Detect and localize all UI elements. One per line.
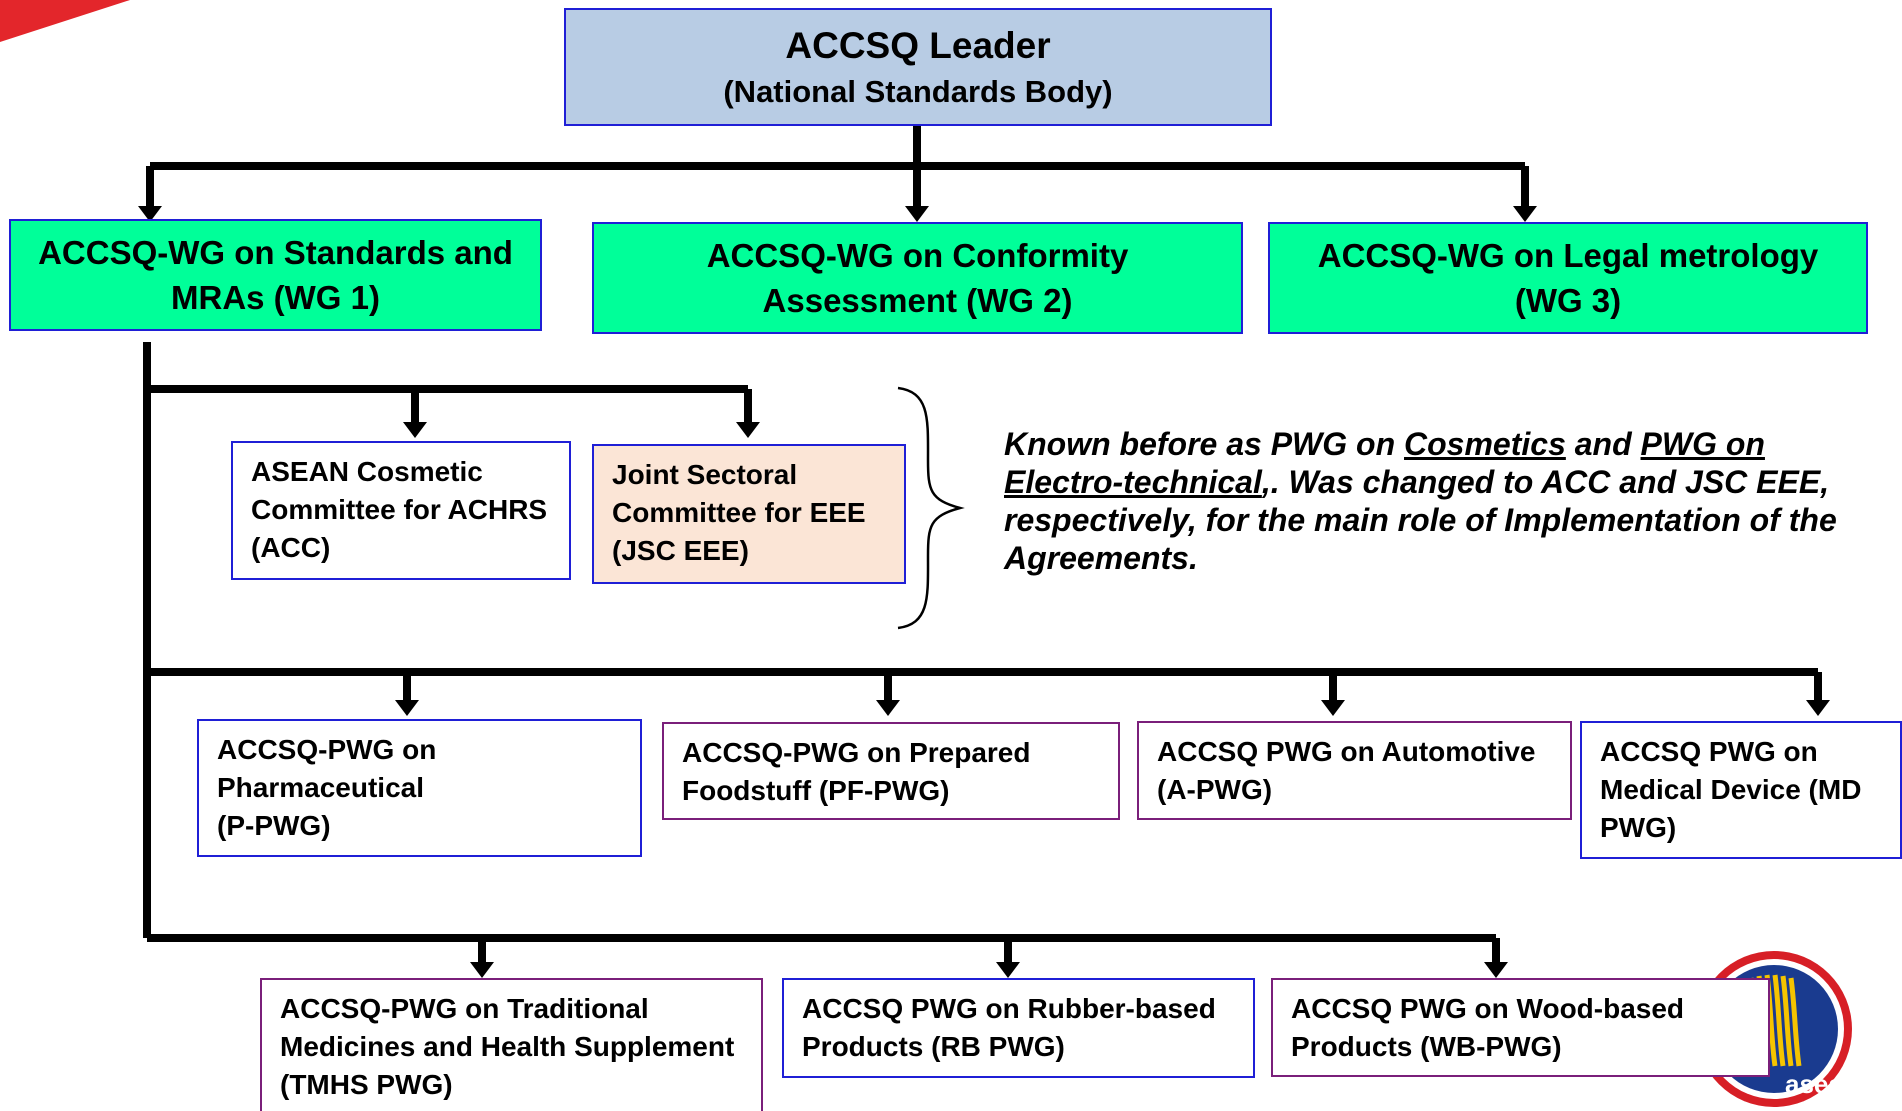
pf-pwg-line2: Foodstuff (PF-PWG) bbox=[682, 775, 950, 806]
pwg-prepared-foodstuff-box: ACCSQ-PWG on Prepared Foodstuff (PF-PWG) bbox=[662, 722, 1120, 820]
wg3-line1: ACCSQ-WG on Legal metrology bbox=[1317, 237, 1819, 274]
rb-pwg-line2: Products (RB PWG) bbox=[802, 1031, 1065, 1062]
pf-pwg-line1: ACCSQ-PWG on Prepared bbox=[682, 737, 1031, 768]
wg2-box: ACCSQ-WG on Conformity Assessment (WG 2) bbox=[592, 222, 1243, 334]
wg3-line2: (WG 3) bbox=[1514, 282, 1622, 319]
wb-pwg-line1: ACCSQ PWG on Wood-based bbox=[1291, 993, 1685, 1024]
wg2-line1: ACCSQ-WG on Conformity bbox=[706, 237, 1129, 274]
pwg-pharmaceutical-box: ACCSQ-PWG on Pharmaceutical (P-PWG) bbox=[197, 719, 642, 857]
a-pwg-line1: ACCSQ PWG on Automotive bbox=[1157, 736, 1536, 767]
wg1-line2: MRAs (WG 1) bbox=[171, 279, 380, 316]
jsc-line1: Joint Sectoral bbox=[612, 459, 798, 490]
asean-logo-text: asean bbox=[1785, 1069, 1855, 1099]
tmhs-pwg-line1: ACCSQ-PWG on Traditional bbox=[280, 993, 649, 1024]
acc-line2: Committee for ACHRS bbox=[251, 494, 548, 525]
tmhs-pwg-line2: Medicines and Health Supplement bbox=[280, 1031, 735, 1062]
md-pwg-line1: ACCSQ PWG on bbox=[1600, 736, 1818, 767]
committee-note: Known before as PWG on Cosmetics and PWG… bbox=[1004, 425, 1864, 577]
rb-pwg-line1: ACCSQ PWG on Rubber-based bbox=[802, 993, 1216, 1024]
leader-subtitle: (National Standards Body) bbox=[723, 74, 1113, 109]
jsc-eee-committee-box: Joint Sectoral Committee for EEE (JSC EE… bbox=[592, 444, 906, 584]
tmhs-pwg-line3: (TMHS PWG) bbox=[280, 1069, 453, 1100]
note-link-cosmetics: Cosmetics bbox=[1404, 426, 1566, 462]
wg1-box: ACCSQ-WG on Standards and MRAs (WG 1) bbox=[9, 219, 542, 331]
pwg-wood-based-box: ACCSQ PWG on Wood-based Products (WB-PWG… bbox=[1271, 978, 1770, 1077]
pwg-medical-device-box: ACCSQ PWG on Medical Device (MD PWG) bbox=[1580, 721, 1902, 859]
note-part3: ,. Was changed to ACC and JSC EEE, respe… bbox=[1004, 464, 1837, 576]
curly-brace bbox=[897, 386, 965, 630]
jsc-line2: Committee for EEE bbox=[612, 497, 866, 528]
pwg-rubber-based-box: ACCSQ PWG on Rubber-based Products (RB P… bbox=[782, 978, 1255, 1078]
acc-committee-box: ASEAN Cosmetic Committee for ACHRS (ACC) bbox=[231, 441, 571, 580]
pwg-automotive-box: ACCSQ PWG on Automotive (A-PWG) bbox=[1137, 721, 1572, 820]
p-pwg-line3: (P-PWG) bbox=[217, 810, 331, 841]
jsc-line3: (JSC EEE) bbox=[612, 535, 749, 566]
acc-line1: ASEAN Cosmetic bbox=[251, 456, 483, 487]
wg2-line2: Assessment (WG 2) bbox=[762, 282, 1073, 319]
leader-box: ACCSQ Leader (National Standards Body) bbox=[564, 8, 1272, 126]
p-pwg-line1: ACCSQ-PWG on bbox=[217, 734, 437, 765]
md-pwg-line2: Medical Device (MD bbox=[1600, 774, 1862, 805]
note-link-electrotechnical: PWG on Electro-technical bbox=[1004, 426, 1765, 500]
note-part2: and bbox=[1565, 426, 1641, 462]
acc-line3: (ACC) bbox=[251, 532, 331, 563]
a-pwg-line2: (A-PWG) bbox=[1157, 774, 1273, 805]
wg1-line1: ACCSQ-WG on Standards and bbox=[38, 234, 513, 271]
p-pwg-line2: Pharmaceutical bbox=[217, 772, 424, 803]
note-part1: Known before as PWG on bbox=[1004, 426, 1405, 462]
wg3-box: ACCSQ-WG on Legal metrology (WG 3) bbox=[1268, 222, 1868, 334]
pwg-traditional-medicines-box: ACCSQ-PWG on Traditional Medicines and H… bbox=[260, 978, 763, 1111]
wb-pwg-line2: Products (WB-PWG) bbox=[1291, 1031, 1562, 1062]
corner-red-mark bbox=[0, 0, 130, 42]
md-pwg-line3: PWG) bbox=[1600, 812, 1677, 843]
leader-title: ACCSQ Leader bbox=[785, 25, 1051, 66]
